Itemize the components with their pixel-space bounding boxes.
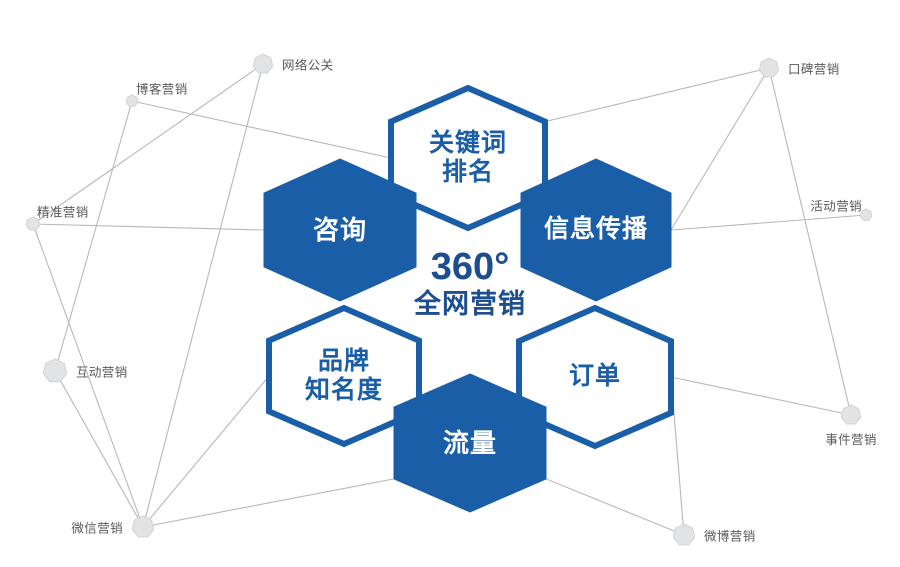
- connection-line: [54, 370, 144, 528]
- connection-line: [670, 67, 770, 231]
- connection-line: [670, 214, 867, 231]
- outer-node-precision-marketing[interactable]: [25, 216, 41, 231]
- hexagon-consulting[interactable]: [263, 158, 417, 302]
- connection-line: [131, 100, 392, 159]
- connection-line: [142, 478, 395, 528]
- outer-node-word-of-mouth[interactable]: [758, 57, 780, 78]
- connection-line: [545, 478, 685, 536]
- hexagon-orders[interactable]: [516, 304, 674, 450]
- connection-line: [544, 67, 770, 123]
- outer-node-event-marketing[interactable]: [840, 404, 862, 425]
- outer-node-campaign-marketing[interactable]: [859, 208, 873, 221]
- connection-line: [54, 100, 133, 372]
- outer-node-wechat-marketing[interactable]: [131, 515, 155, 538]
- connection-line: [670, 376, 852, 416]
- connection-line: [32, 223, 144, 528]
- hexagon-keyword-rank[interactable]: [388, 84, 548, 232]
- connection-line: [32, 63, 264, 225]
- hexagon-traffic[interactable]: [393, 373, 547, 513]
- connection-line: [142, 375, 270, 528]
- hexagon-brand-awareness[interactable]: [266, 304, 422, 448]
- connection-line: [32, 223, 265, 231]
- outer-node-blog-marketing[interactable]: [125, 94, 139, 107]
- outer-node-online-pr[interactable]: [252, 53, 274, 74]
- connection-line: [768, 67, 852, 416]
- hexagon-info-spread[interactable]: [520, 158, 672, 302]
- outer-node-interactive-marketing[interactable]: [42, 358, 68, 383]
- outer-node-weibo-marketing[interactable]: [672, 523, 696, 546]
- connection-line: [142, 63, 264, 528]
